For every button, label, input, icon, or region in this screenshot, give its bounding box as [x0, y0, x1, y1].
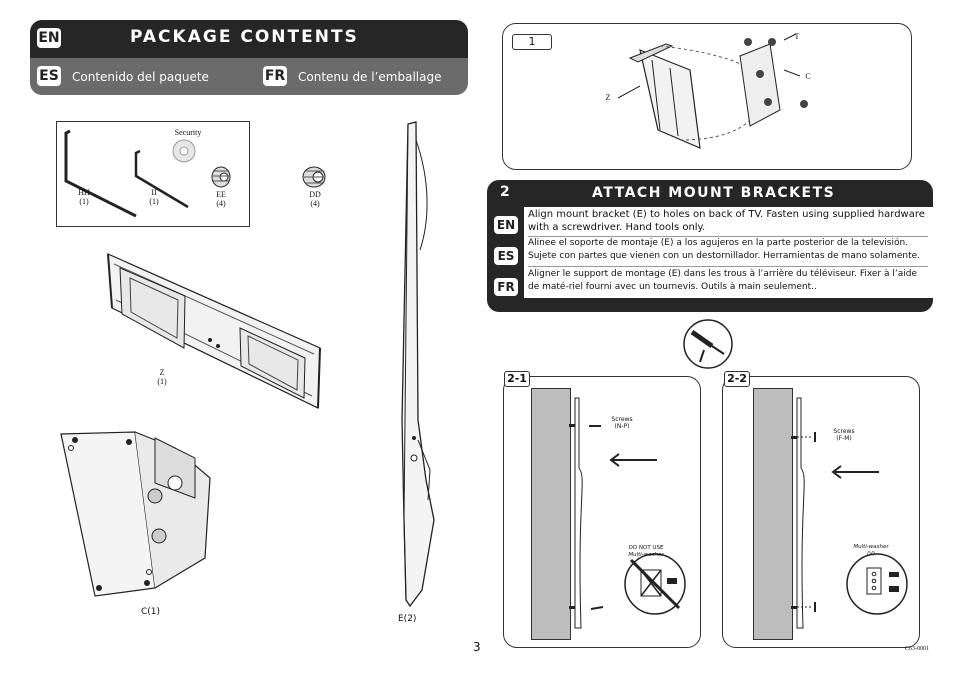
document-code: C63-0001: [905, 646, 929, 652]
step-2-text-en: Align mount bracket (E) to holes on back…: [528, 207, 928, 237]
step-2-text-fr: Aligner le support de montage (E) dans l…: [528, 269, 917, 292]
step-1-label-t: T: [794, 32, 800, 41]
step-1-number: 1: [512, 34, 552, 50]
page-number: 3: [473, 640, 481, 654]
step-2-2-illustration: [791, 397, 908, 629]
lang-badge-es: ES: [37, 66, 61, 86]
step-2-1-number: 2-1: [504, 371, 530, 387]
lang-badge-en: EN: [37, 28, 61, 48]
security-label: Security: [174, 128, 202, 137]
tv-back-2-2: [753, 388, 793, 640]
step-2-text-es: Alinee el soporte de montaje (E) a los a…: [528, 237, 928, 267]
translations-bar: [30, 58, 468, 95]
step-2-badge-fr: FR: [494, 278, 518, 296]
step-2-2-number: 2-2: [724, 371, 750, 387]
step-1-illustration: [617, 33, 808, 149]
hardware-illustrations: [64, 129, 231, 218]
step-1-label-c: C: [805, 72, 811, 81]
wall-plate-z-illustration: [107, 253, 321, 409]
part-ii-label: II(1): [149, 188, 159, 206]
screwdriver-icon: [683, 319, 733, 369]
title-fr: Contenu de l’emballage: [298, 70, 442, 84]
step-2-text-area: [524, 207, 933, 298]
part-dd-label: DD(4): [309, 190, 321, 208]
page-title: PACKAGE CONTENTS: [130, 27, 359, 47]
step-2-1-screws-label: Screws(N-P): [611, 416, 633, 430]
title-es: Contenido del paquete: [72, 70, 209, 84]
package-contents-header: [30, 20, 468, 58]
set-screw-dd-icon: [302, 166, 326, 188]
step-1-panel: [502, 23, 912, 170]
step-2-badge-es: ES: [494, 247, 518, 265]
step-2-1-illustration: [569, 397, 686, 629]
hex-key-ii-icon: [134, 149, 189, 209]
part-z-label: Z(1): [157, 368, 167, 386]
step-2-badge-en: EN: [494, 216, 518, 234]
hardware-parts-box: [56, 121, 250, 227]
part-e-label: E(2): [398, 614, 417, 624]
part-c-label: C(1): [141, 607, 161, 617]
mount-bracket-e-illustration: [401, 121, 435, 608]
hex-key-hh-icon: [64, 129, 137, 218]
step-2-2-washer-label: Multi-washer(V): [853, 544, 889, 557]
step-2-number: 2: [500, 184, 510, 200]
lang-badge-fr: FR: [263, 66, 287, 86]
step-1-label-z: Z: [605, 93, 611, 102]
part-hh-label: HH(1): [78, 188, 90, 206]
part-ee-label: EE(4): [216, 190, 226, 208]
tilt-bracket-c-illustration: [60, 431, 211, 597]
tv-back-2-1: [531, 388, 571, 640]
step-2-2-screws-label: Screws(F-M): [833, 428, 855, 442]
step-2-title: ATTACH MOUNT BRACKETS: [592, 185, 836, 201]
